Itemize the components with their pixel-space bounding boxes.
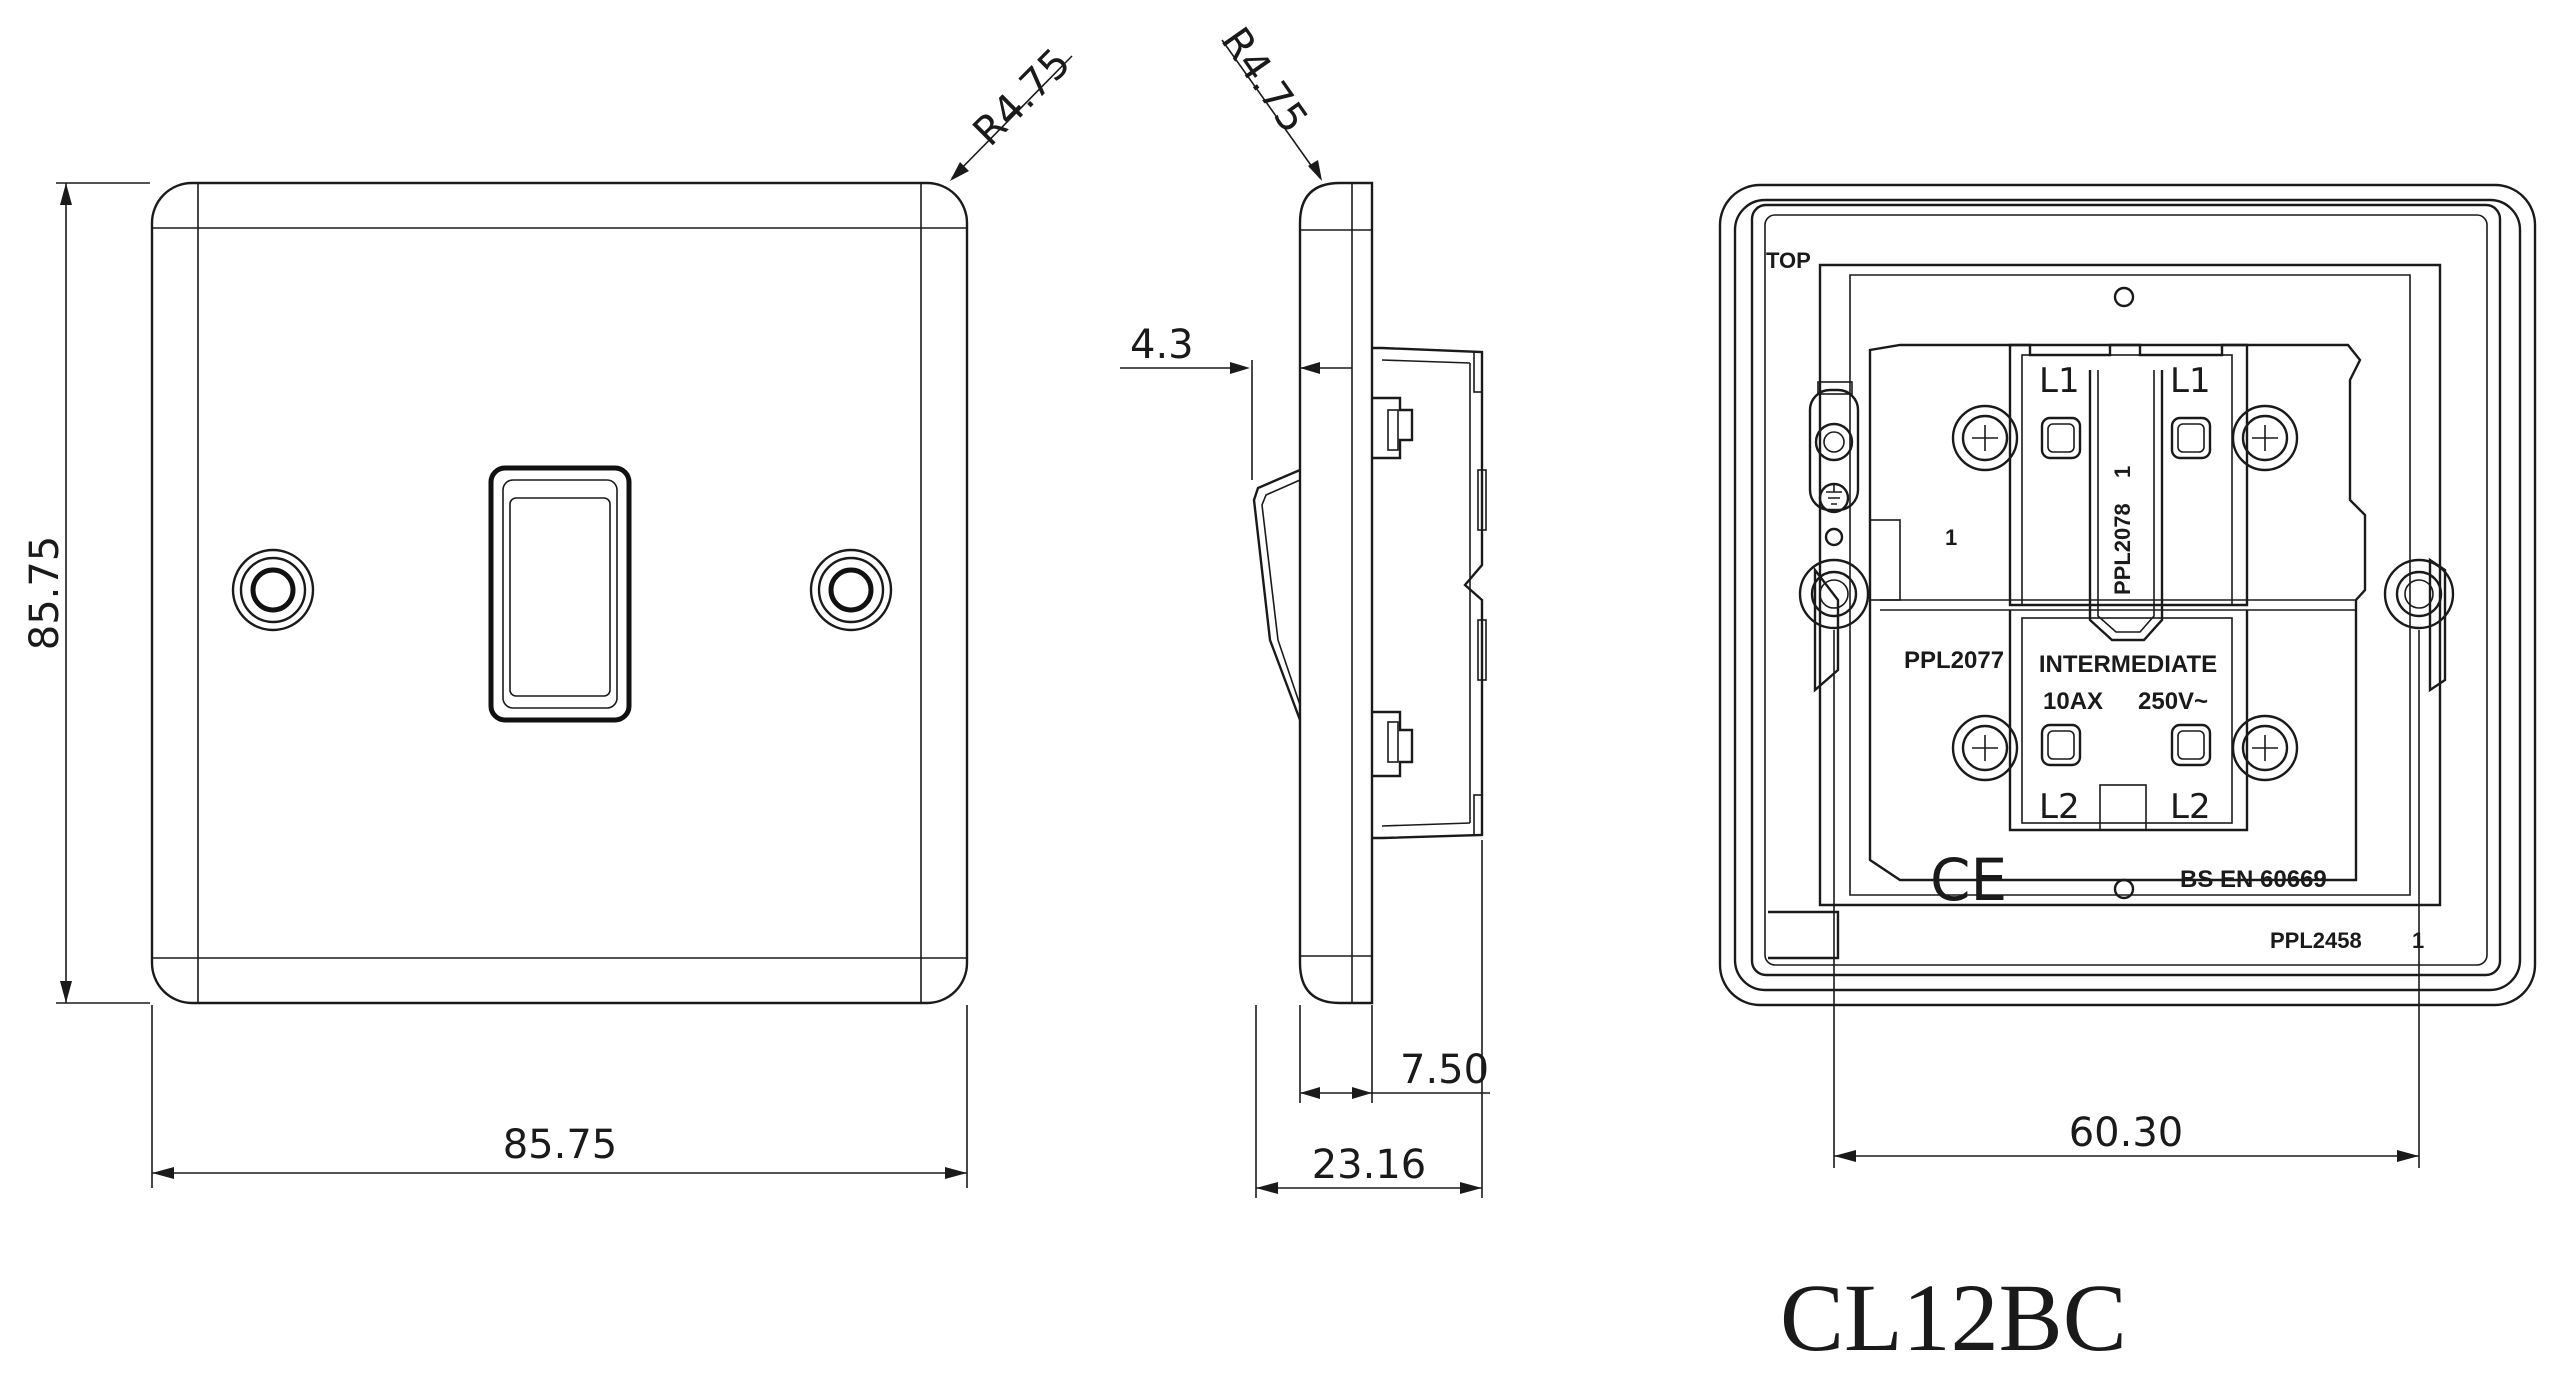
part-center-suffix: 1 xyxy=(2110,466,2135,478)
ce-mark: CE xyxy=(1930,846,2007,914)
rear-right-mount-hole xyxy=(2383,558,2455,630)
terminal-l1-right: L1 xyxy=(2170,361,2211,401)
terminal-l2-left: L2 xyxy=(2039,787,2080,827)
part-center-label: PPL2078 xyxy=(2110,503,2135,595)
front-plate-outline xyxy=(150,181,969,1005)
marker-one-left: 1 xyxy=(1945,525,1957,550)
front-view: 85.75 85.75 R4.75 xyxy=(22,40,1080,1188)
side-depth-dimension: 23.16 xyxy=(1255,840,1483,1198)
right-screw-hole xyxy=(809,548,893,632)
terminal-l2-right: L2 xyxy=(2170,787,2211,827)
terminal-l1-left: L1 xyxy=(2039,361,2080,401)
front-radius-label: R4.75 xyxy=(965,40,1080,155)
rear-left-mount-hole xyxy=(1798,558,1870,630)
side-plate-dimension: 7.50 xyxy=(1299,1005,1490,1103)
rating-voltage-label: 250V~ xyxy=(2138,688,2208,715)
rating-current-label: 10AX xyxy=(2043,688,2103,715)
hole-spacing-label: 60.30 xyxy=(2069,1110,2184,1156)
front-height-dimension: 85.75 xyxy=(22,182,150,1004)
side-rocker-label: 4.3 xyxy=(1130,322,1194,368)
front-height-label: 85.75 xyxy=(22,536,68,651)
front-radius-callout: R4.75 xyxy=(950,40,1080,181)
terminal-screw-top-left xyxy=(1951,404,2019,472)
part-bottom-label: PPL2458 xyxy=(2270,928,2362,953)
rating-type-label: INTERMEDIATE xyxy=(2039,651,2217,678)
side-view: R4.75 4.3 7.50 23.16 xyxy=(1120,19,1490,1198)
side-radius-callout: R4.75 xyxy=(1212,19,1322,181)
side-radius-label: R4.75 xyxy=(1212,19,1317,141)
rear-hole-spacing-dimension: 60.30 xyxy=(1833,630,2420,1168)
part-bottom-suffix: 1 xyxy=(2412,928,2424,953)
side-depth-label: 23.16 xyxy=(1312,1142,1427,1188)
earth-terminal xyxy=(1808,381,1860,514)
front-width-dimension: 85.75 xyxy=(151,1005,968,1188)
standard-label: BS EN 60669 xyxy=(2180,866,2327,893)
top-label: TOP xyxy=(1766,248,1811,273)
model-number: CL12BC xyxy=(1780,1264,2127,1371)
part-left-label: PPL2077 xyxy=(1904,647,2004,674)
side-plate-label: 7.50 xyxy=(1400,1047,1489,1093)
rocker-switch xyxy=(488,465,632,723)
side-rocker-profile xyxy=(1252,468,1302,721)
left-screw-hole xyxy=(231,548,315,632)
rear-view: TOP L1 L1 L2 L2 1 PPL2078 1 PPL2077 INTE… xyxy=(1718,183,2537,1168)
side-rocker-dimension: 4.3 xyxy=(1120,322,1352,480)
terminal-screw-bottom-right xyxy=(2231,714,2299,782)
side-mechanism-body xyxy=(1372,346,1484,840)
terminal-screw-top-right xyxy=(2231,404,2299,472)
terminal-screw-bottom-left xyxy=(1951,714,2019,782)
front-width-label: 85.75 xyxy=(503,1122,618,1168)
